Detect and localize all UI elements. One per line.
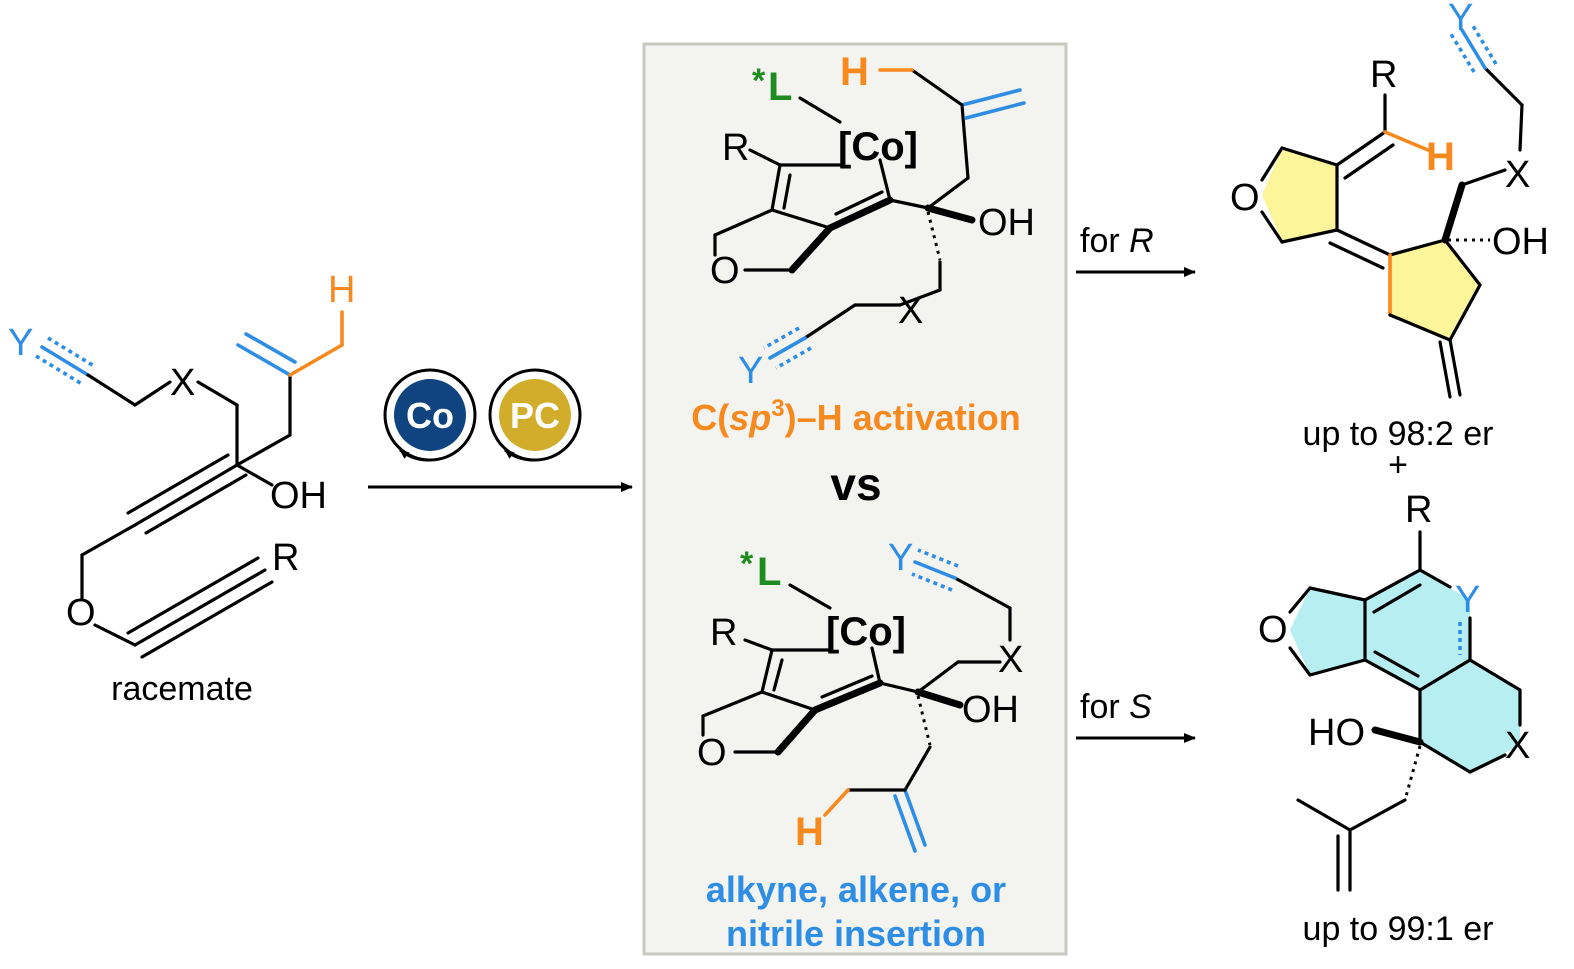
top-X: X xyxy=(898,290,923,332)
substrate-H: H xyxy=(328,269,355,311)
substrate-Y: Y xyxy=(8,322,33,364)
top-H: H xyxy=(840,50,869,94)
productS-O: O xyxy=(1258,609,1288,651)
productS-HO: HO xyxy=(1308,712,1365,754)
bottom-H: H xyxy=(795,810,824,854)
bottom-ligand: L xyxy=(757,550,781,594)
intermediate-top: * L [Co] R OH O X Y H xyxy=(710,50,1035,392)
svg-text:for S: for S xyxy=(1080,688,1152,726)
catalyst-group: Co PC xyxy=(368,368,633,492)
productR-X: X xyxy=(1505,154,1530,196)
bottom-Y: Y xyxy=(888,537,913,579)
top-ligand: L xyxy=(768,65,792,109)
product-R: Y R H X O OH up to 98:2 er xyxy=(1230,0,1549,453)
productR-Y: Y xyxy=(1448,0,1473,39)
substrate-R: R xyxy=(272,537,299,579)
substrate-X: X xyxy=(170,362,195,404)
productR-OH: OH xyxy=(1492,221,1549,263)
top-Y: Y xyxy=(738,350,763,392)
arrow-for-R: for R xyxy=(1076,222,1196,277)
svg-text:for R: for R xyxy=(1080,222,1154,260)
insertion-label-line2: nitrile insertion xyxy=(726,913,986,954)
substrate-OH: OH xyxy=(270,475,327,517)
bottom-R: R xyxy=(710,612,737,654)
top-O: O xyxy=(710,250,740,292)
bottom-ligand-star: * xyxy=(740,545,754,583)
top-metal: [Co] xyxy=(838,125,918,169)
top-OH: OH xyxy=(978,202,1035,244)
bottom-X: X xyxy=(998,639,1023,681)
productR-O: O xyxy=(1230,177,1260,219)
productR-er: up to 98:2 er xyxy=(1303,415,1494,453)
insertion-label-line1: alkyne, alkene, or xyxy=(706,869,1006,910)
top-R: R xyxy=(722,127,749,169)
vs-label: vs xyxy=(830,458,881,510)
pc-label: PC xyxy=(510,395,560,436)
productS-Y: Y xyxy=(1455,579,1480,621)
productS-R: R xyxy=(1405,489,1432,531)
product-S: R Y O HO X up to 99:1 er xyxy=(1258,489,1530,948)
substrate-O: O xyxy=(66,592,96,634)
bottom-metal: [Co] xyxy=(826,610,906,654)
substrate-structure: Y X H OH O R racemate xyxy=(8,269,355,708)
bottom-O: O xyxy=(697,732,727,774)
co-label: Co xyxy=(406,395,454,436)
bottom-OH: OH xyxy=(962,689,1019,731)
arrow-for-S: for S xyxy=(1076,688,1196,743)
intermediate-panel xyxy=(642,42,1068,956)
productR-R: R xyxy=(1370,54,1397,96)
top-ligand-star: * xyxy=(752,62,766,100)
productS-X: X xyxy=(1505,725,1530,767)
plus-sign: + xyxy=(1388,446,1408,484)
racemate-label: racemate xyxy=(111,670,253,708)
productR-H: H xyxy=(1426,135,1455,179)
productS-er: up to 99:1 er xyxy=(1303,910,1494,948)
activation-label: C(sp3)–H activation xyxy=(691,395,1020,438)
intermediate-bottom: * L [Co] R OH O X Y H xyxy=(697,537,1023,854)
